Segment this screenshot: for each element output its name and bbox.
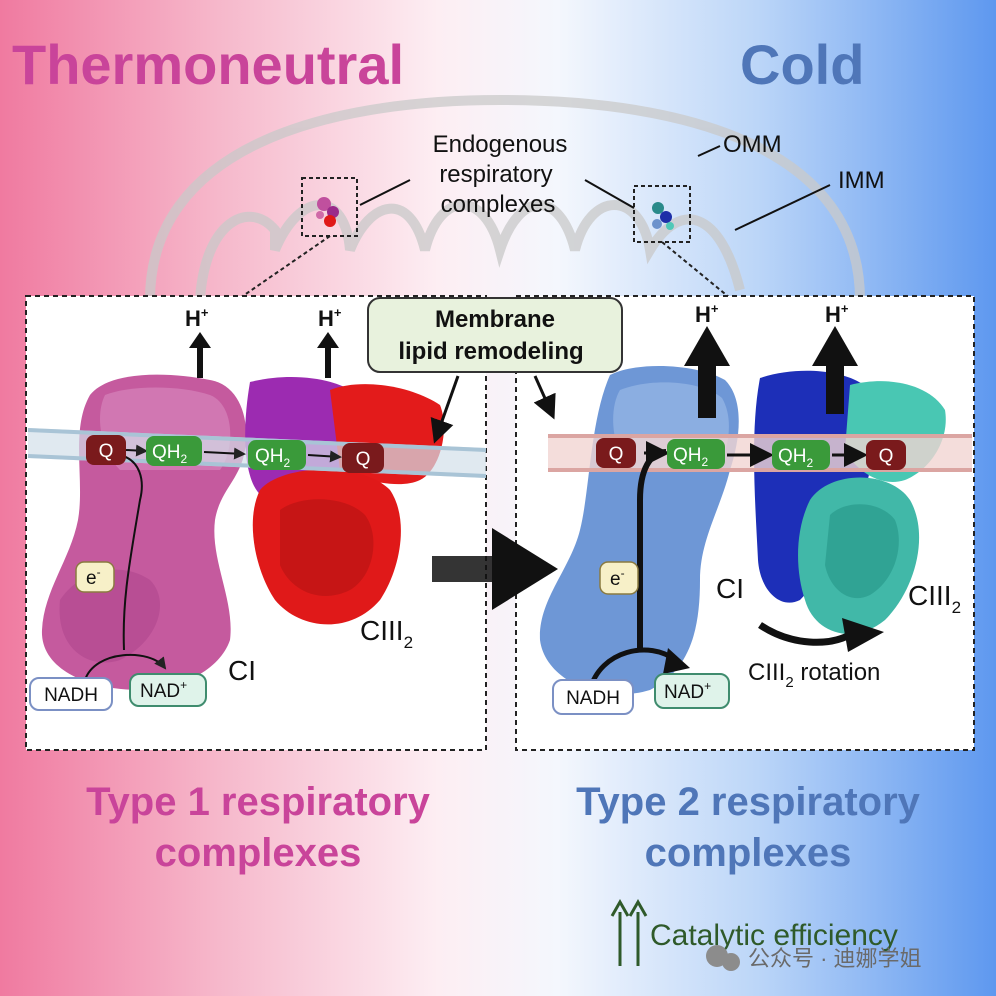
nadh-box-left: NADH <box>29 677 113 711</box>
qh2-box-right-2: QH2 <box>772 440 830 470</box>
proton-label-left-2: H+ <box>318 305 342 331</box>
nad-box-left: NAD+ <box>129 673 207 707</box>
svg-text:QH2: QH2 <box>152 442 188 466</box>
qh2-box-right-1: QH2 <box>667 439 725 469</box>
electron-box-right: e- <box>599 561 639 595</box>
svg-text:e-: e- <box>86 565 101 589</box>
label-ci-left: CI <box>228 655 256 686</box>
qh2-box-left-2: QH2 <box>248 440 306 470</box>
electron-path-left <box>119 454 143 651</box>
nad-box-right: NAD+ <box>654 673 730 709</box>
label-omm: OMM <box>723 131 782 158</box>
pointer-imm <box>734 184 831 231</box>
type1-label: Type 1 respiratory complexes <box>86 780 431 875</box>
label-ci-right: CI <box>716 573 744 604</box>
svg-text:NAD+: NAD+ <box>664 679 711 703</box>
complex-ciii-left <box>245 376 444 625</box>
zoom-line-left <box>239 235 331 299</box>
svg-text:NADH: NADH <box>44 685 98 706</box>
zoom-line-right <box>661 241 731 299</box>
callout-pointer-right <box>533 375 556 420</box>
svg-text:complexes: complexes <box>155 831 362 875</box>
proton-label-left-1: H+ <box>185 305 209 331</box>
svg-text:respiratory: respiratory <box>439 161 552 188</box>
title-cold: Cold <box>740 33 864 96</box>
nadh-box-right: NADH <box>552 679 634 715</box>
svg-text:QH2: QH2 <box>255 446 291 470</box>
svg-text:Q: Q <box>609 444 624 465</box>
nadh-arc-right <box>587 647 677 691</box>
catalytic-efficiency-label: Catalytic efficiency <box>650 919 898 952</box>
label-imm: IMM <box>838 167 885 194</box>
svg-text:Type 1 respiratory: Type 1 respiratory <box>86 780 431 824</box>
complex-ciii-right <box>754 370 946 634</box>
up-arrows-icon <box>610 898 648 966</box>
inset-complex-right <box>652 202 674 230</box>
svg-text:NAD+: NAD+ <box>140 678 187 702</box>
flow-q-qh2-left <box>125 444 148 457</box>
svg-text:QH2: QH2 <box>673 445 709 469</box>
electron-box-left: e- <box>75 561 115 593</box>
lipid-remodeling-callout: Membrane lipid remodeling <box>367 297 623 373</box>
svg-text:Endogenous: Endogenous <box>433 131 568 158</box>
svg-text:Type 2 respiratory: Type 2 respiratory <box>576 780 921 824</box>
proton-arrow-left-2 <box>317 332 339 378</box>
nadh-arc-left <box>84 653 167 681</box>
proton-label-right-1: H+ <box>695 301 719 327</box>
proton-arrow-left-1 <box>189 332 211 378</box>
title-thermoneutral: Thermoneutral <box>12 33 404 96</box>
label-ciii-left: CIII2 <box>360 615 413 652</box>
proton-arrow-right-1 <box>684 326 730 418</box>
rotation-label: CIII2 rotation <box>748 659 880 691</box>
flow-qh2-q-left <box>307 450 342 463</box>
inset-complex-left <box>316 197 339 227</box>
svg-text:Membrane: Membrane <box>435 306 555 333</box>
q-box-left-2: Q <box>342 443 384 473</box>
pointer-endogenous-right <box>584 179 635 209</box>
proton-arrow-right-2 <box>812 326 858 414</box>
svg-text:complexes: complexes <box>645 831 852 875</box>
label-ciii-right: CIII2 <box>908 580 961 617</box>
q-box-right-1: Q <box>596 438 636 468</box>
watermark-text: 公众号 · 迪娜学姐 <box>748 946 922 971</box>
svg-text:Q: Q <box>99 441 114 462</box>
svg-text:Q: Q <box>356 449 371 470</box>
wechat-icon <box>706 945 740 971</box>
svg-text:NADH: NADH <box>566 688 620 709</box>
rotation-arrow-head <box>842 618 884 652</box>
flow-qh2-qh2-left <box>203 447 246 460</box>
endogenous-label: Endogenous respiratory complexes <box>433 131 568 218</box>
pointer-endogenous-left <box>359 179 411 206</box>
mitochondrion-outline <box>145 94 865 301</box>
svg-text:QH2: QH2 <box>778 446 814 470</box>
svg-text:lipid remodeling: lipid remodeling <box>398 338 583 365</box>
proton-label-right-2: H+ <box>825 301 849 327</box>
callout-pointer-left <box>430 375 460 444</box>
svg-text:complexes: complexes <box>441 191 556 218</box>
svg-text:e-: e- <box>610 566 625 590</box>
qh2-box-left-1: QH2 <box>146 436 202 466</box>
type2-label: Type 2 respiratory complexes <box>576 780 921 875</box>
q-box-right-2: Q <box>866 440 906 470</box>
pointer-omm <box>697 145 721 157</box>
q-box-left-1: Q <box>86 435 126 465</box>
svg-text:Q: Q <box>879 446 894 467</box>
nadh-arc-right-head <box>663 648 690 674</box>
transition-arrow <box>432 528 558 610</box>
